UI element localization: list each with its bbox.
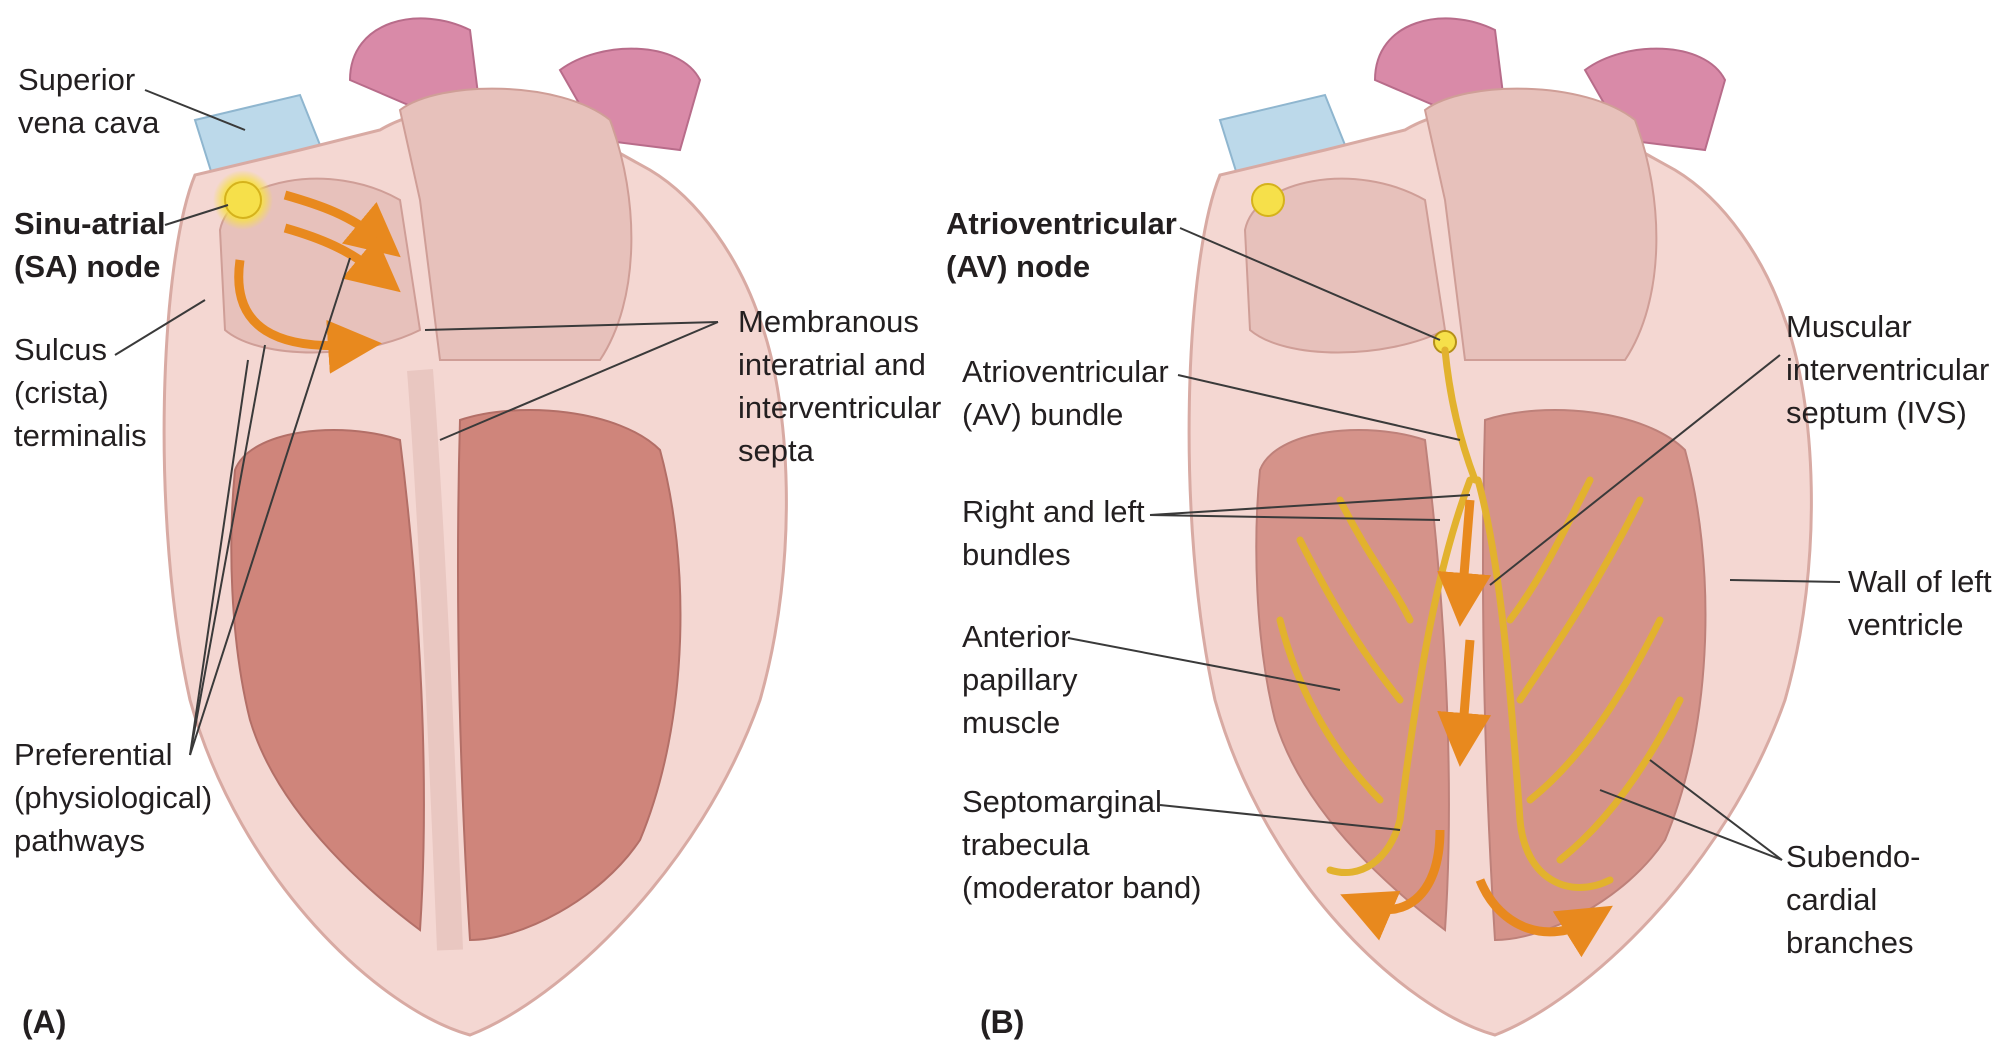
label-right-left-bundles: Right and left bundles	[962, 490, 1145, 576]
label-wall-left-ventricle: Wall of left ventricle	[1848, 560, 1992, 646]
label-preferential-pathways: Preferential (physiological) pathways	[14, 733, 212, 862]
label-sa-node: Sinu-atrial (SA) node	[14, 202, 166, 288]
left-atrium-a	[400, 89, 631, 360]
sa-node-shape	[225, 182, 261, 218]
label-av-bundle: Atrioventricular (AV) bundle	[962, 350, 1169, 436]
label-muscular-ivs: Muscular interventricular septum (IVS)	[1786, 305, 1989, 434]
label-av-node: Atrioventricular (AV) node	[946, 202, 1177, 288]
left-atrium-b	[1425, 89, 1656, 360]
label-sulcus-terminalis: Sulcus (crista) terminalis	[14, 328, 147, 457]
panel-b-heart	[1189, 18, 1811, 1035]
label-anterior-papillary: Anterior papillary muscle	[962, 615, 1077, 744]
sa-node-b	[1252, 184, 1284, 216]
panel-label-a: (A)	[22, 1001, 66, 1044]
panel-label-b: (B)	[980, 1001, 1024, 1044]
label-subendocardial: Subendo- cardial branches	[1786, 835, 1920, 964]
label-septomarginal: Septomarginal trabecula (moderator band)	[962, 780, 1202, 909]
label-superior-vena-cava: Superior vena cava	[18, 58, 159, 144]
label-membranous-septa: Membranous interatrial and interventricu…	[738, 300, 941, 472]
leader-superior-vena-cava	[145, 90, 245, 130]
panel-a-heart	[164, 18, 786, 1035]
